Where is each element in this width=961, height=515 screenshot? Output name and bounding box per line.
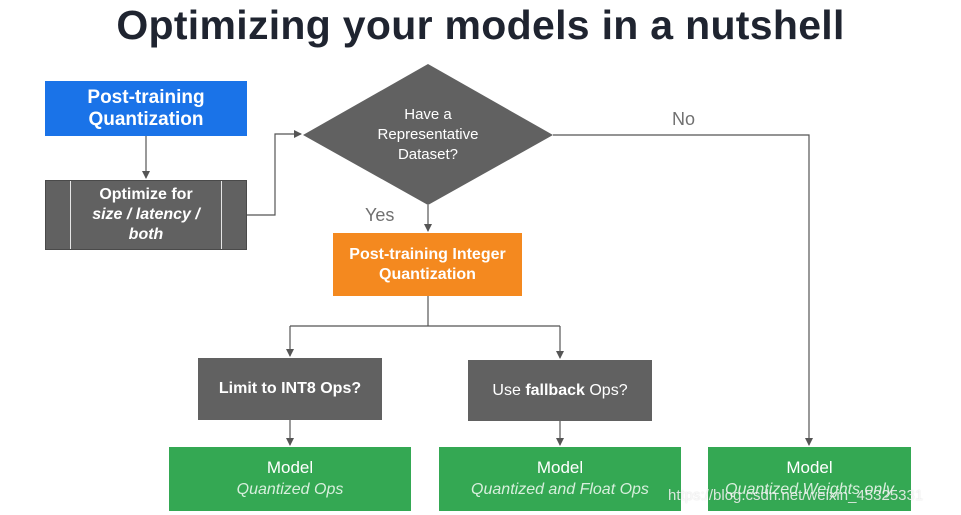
post-training-quantization-line1: Post-training (87, 86, 205, 108)
decision-text: Have a Representative Dataset? (358, 105, 498, 165)
optimize-line2: size / latency / (92, 206, 200, 223)
post-training-quantization-box: Post-training Quantization (45, 81, 247, 136)
limit-int8-text: Limit to INT8 Ops? (218, 380, 362, 397)
no-label: No (672, 109, 696, 129)
yes-label: Yes (365, 205, 395, 225)
optimize-box: Optimize for size / latency / both (45, 180, 247, 250)
integer-quantization-box: Post-training Integer Quantization (333, 233, 522, 296)
model-subtitle-3: Quantized Weights only (725, 481, 894, 498)
connector-decision-no (553, 134, 813, 446)
decision-diamond (303, 64, 553, 205)
fallback-suffix: Ops? (584, 381, 628, 399)
model-title-2: Model (536, 458, 584, 477)
model-subtitle-2: Quantized and Float Ops (471, 481, 649, 498)
model-quantized-weights-box: Model Quantized Weights only (708, 447, 911, 511)
fallback-prefix: Use (492, 381, 526, 399)
connector-optimize-to-decision (247, 130, 302, 216)
decision-line3: Dataset? (397, 146, 459, 163)
watermark-url: https://blog.csdn.net/weixin_45325331 (668, 487, 924, 504)
decision-line2: Representative (377, 126, 479, 143)
model-title-3: Model (786, 458, 833, 477)
optimize-line3: both (128, 226, 164, 243)
limit-int8-box: Limit to INT8 Ops? (198, 358, 382, 420)
fallback-bold: fallback (525, 381, 585, 399)
model-subtitle-1: Quantized Ops (236, 481, 344, 498)
optimize-left-bar (46, 181, 71, 249)
model-quantized-ops-box: Model Quantized Ops (169, 447, 411, 511)
diagram-title: Optimizing your models in a nutshell (116, 2, 845, 48)
integer-quantization-line1: Post-training Integer (349, 245, 506, 263)
optimize-right-bar (221, 181, 246, 249)
fallback-box: Use fallback Ops? (468, 360, 652, 421)
model-quantized-float-ops-box: Model Quantized and Float Ops (439, 447, 681, 511)
decision-line1: Have a (404, 106, 452, 123)
model-title-1: Model (266, 458, 314, 477)
fallback-text: Use fallback Ops? (492, 382, 627, 400)
optimize-line1: Optimize for (99, 186, 193, 203)
integer-quantization-line2: Quantization (379, 265, 476, 283)
post-training-quantization-line2: Quantization (88, 108, 204, 130)
